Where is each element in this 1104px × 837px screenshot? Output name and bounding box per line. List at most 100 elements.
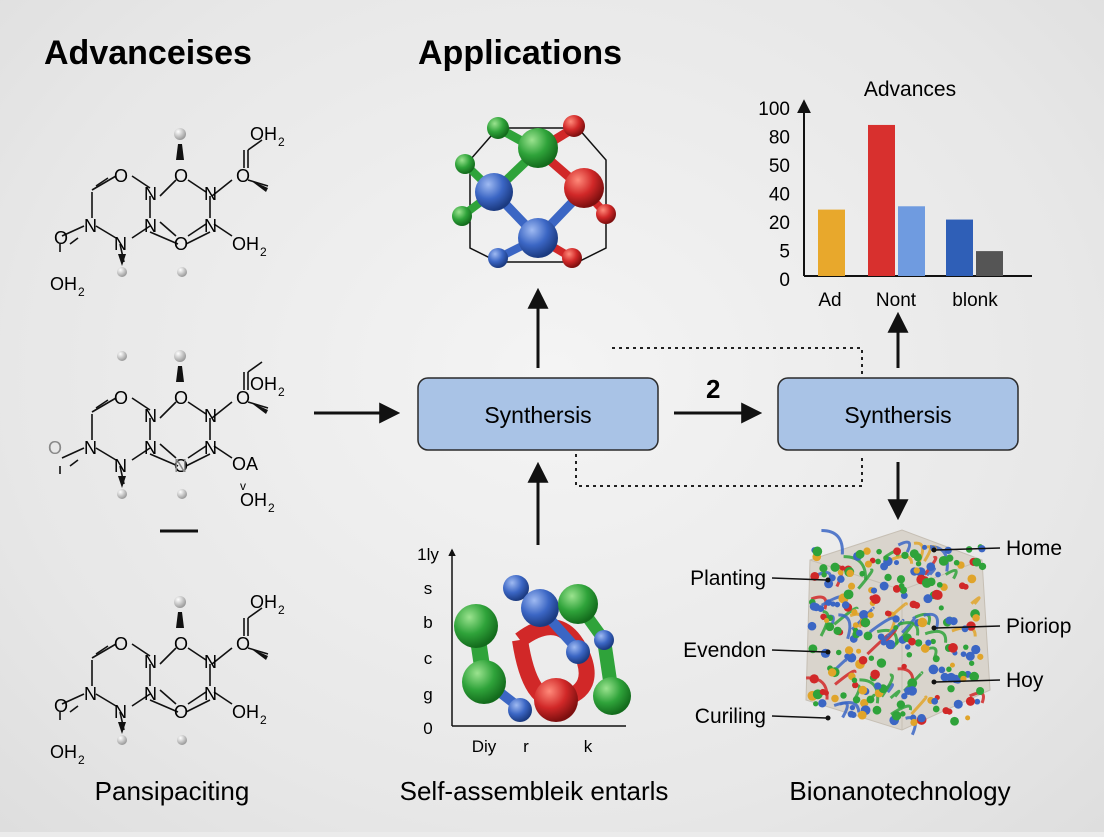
svg-text:N: N [144,684,157,704]
svg-text:OH: OH [232,234,259,254]
svg-text:OH: OH [250,374,277,394]
svg-text:2: 2 [260,245,267,259]
caption-middle: Self-assembleik entarls [400,776,669,806]
chart-y-tick-label: 20 [769,213,790,234]
assembly-x-tick: k [584,737,593,756]
svg-text:v: v [240,479,246,493]
chart-y-tick-label: 50 [769,156,790,177]
heading-advances: Advanceises [44,34,252,72]
caption-left: Pansipaciting [95,776,250,806]
crystal-molecule-model [452,115,616,268]
svg-text:OH: OH [50,274,77,294]
svg-text:N: N [84,684,97,704]
svg-text:O: O [54,696,68,716]
svg-text:O: O [236,634,250,654]
chart-x-tick-label: blonk [952,290,998,311]
bionano-label-right: Home [1006,537,1062,560]
bionano-label-right: Hoy [1006,669,1044,692]
svg-text:O: O [236,166,250,186]
bionano-particle [805,528,991,736]
svg-text:OH: OH [50,742,77,762]
svg-text:N: N [204,184,217,204]
svg-text:O: O [114,634,128,654]
svg-text:N: N [204,406,217,426]
arrow-step-label: 2 [706,374,720,404]
svg-text:OA: OA [232,454,258,474]
svg-text:O: O [174,234,188,254]
svg-text:O: O [236,388,250,408]
svg-text:N: N [144,406,157,426]
chart-bar-blonk [976,251,1003,276]
self-assembly-molecule-model [454,575,631,722]
bionano-label-left: Planting [690,567,766,590]
svg-text:N: N [204,216,217,236]
svg-text:O: O [174,166,188,186]
synthesis-box-1: Synthersis [417,377,659,451]
svg-text:N: N [114,456,127,476]
svg-text:O: O [114,388,128,408]
svg-text:N: N [144,184,157,204]
svg-text:2: 2 [260,713,267,727]
svg-text:N: N [114,702,127,722]
svg-text:N: N [174,456,187,476]
svg-text:O: O [114,166,128,186]
caption-right: Bionanotechnology [789,776,1010,806]
svg-text:2: 2 [78,753,85,767]
assembly-x-tick: Diy [472,737,497,756]
svg-text:N: N [84,438,97,458]
dotted-connector-bottom [575,454,863,487]
synthesis-box-2: Synthersis [777,377,1019,451]
assembly-y-tick: s [424,579,433,598]
chart-bar-nont [868,124,895,276]
svg-text:N: N [144,652,157,672]
svg-text:O: O [174,388,188,408]
svg-text:O: O [174,634,188,654]
svg-text:N: N [144,216,157,236]
svg-text:2: 2 [278,385,285,399]
svg-text:O: O [174,456,188,476]
svg-text:N: N [144,438,157,458]
assembly-y-tick: 0 [423,719,432,738]
chart-title: Advances [864,78,956,101]
assembly-y-tick: g [423,685,432,704]
bionano-label-right: Pioriop [1006,615,1071,638]
svg-text:OH: OH [232,702,259,722]
svg-text:N: N [204,684,217,704]
svg-text:2: 2 [278,135,285,149]
chart-y-tick-label: 40 [769,185,790,206]
svg-text:OH: OH [250,124,277,144]
chart-y-tick-label: 100 [758,99,790,120]
synthesis-box-2-label: Synthersis [844,402,951,428]
chart-x-tick-label: Ad [818,290,841,311]
svg-text:OH: OH [250,592,277,612]
assembly-y-tick: b [423,613,432,632]
heading-applications: Applications [418,34,622,72]
assembly-y-tick: 1ly [417,545,439,564]
svg-text:2: 2 [278,603,285,617]
svg-text:N: N [84,216,97,236]
svg-text:OH: OH [240,490,267,510]
assembly-y-tick: c [424,649,433,668]
svg-text:2: 2 [268,501,275,515]
bionano-label-left: Evendon [683,639,766,662]
svg-text:O: O [48,438,62,458]
chart-bars [818,124,1003,276]
svg-text:N: N [114,234,127,254]
chart-y-tick-label: 0 [779,270,790,291]
svg-text:N: N [204,438,217,458]
bionano-label-left: Curiling [695,705,766,728]
chart-bar-ad [818,209,845,276]
chart-bar-nont [898,206,925,276]
svg-text:2: 2 [78,285,85,299]
chart-bar-blonk [946,219,973,276]
dotted-connector-top [612,347,863,378]
